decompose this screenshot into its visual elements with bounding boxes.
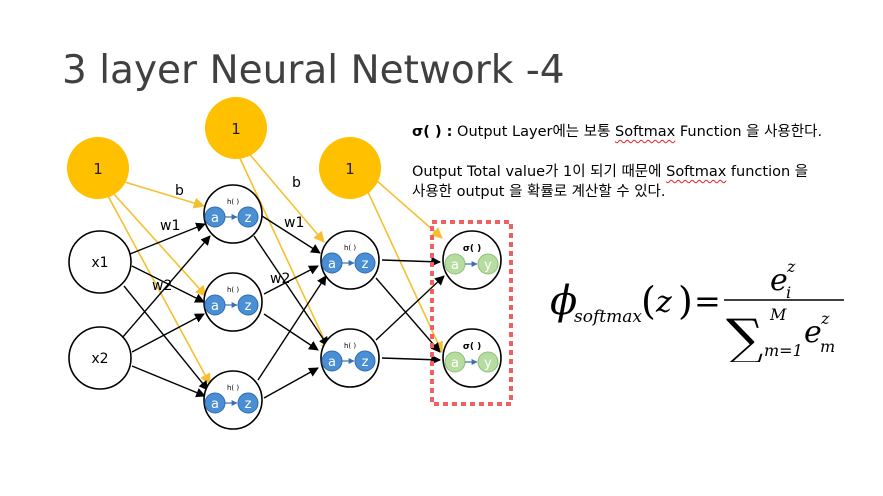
hidden-neuron: h( ) a z bbox=[203, 370, 263, 430]
node-a: a bbox=[328, 257, 336, 272]
weight-edge bbox=[381, 354, 441, 365]
node-z: z bbox=[245, 299, 252, 314]
weight-edge bbox=[375, 275, 445, 341]
formula-phi: ϕ bbox=[550, 278, 577, 324]
hidden-neuron: h( ) a z bbox=[320, 230, 380, 290]
input-node-x1: x1 bbox=[68, 230, 132, 294]
description-text: Output Layer에는 보통 bbox=[452, 124, 616, 140]
weight-edge bbox=[261, 215, 321, 254]
activation-label: h( ) bbox=[227, 198, 239, 206]
edge-label-w2: w2 bbox=[270, 271, 290, 287]
weight-edge bbox=[263, 367, 319, 399]
node-z: z bbox=[362, 257, 369, 272]
softmax-formula: ϕ softmax ( z ) = e i z ∑ M m=1 e m z bbox=[550, 257, 844, 362]
edge-label-b: b bbox=[292, 175, 301, 191]
formula-num-sup: z bbox=[786, 257, 796, 276]
weight-edge bbox=[375, 277, 441, 353]
weight-edge bbox=[263, 313, 319, 351]
softmax-word: Softmax bbox=[666, 164, 727, 180]
bias-edge bbox=[245, 149, 325, 243]
node-z: z bbox=[362, 355, 369, 370]
formula-paren: ( bbox=[641, 279, 656, 323]
edge-label-w2: w2 bbox=[152, 278, 172, 294]
weight-edges bbox=[121, 215, 445, 399]
description-text: Function 을 사용한다. bbox=[675, 124, 823, 140]
description-text: function 을 bbox=[726, 164, 809, 180]
weight-edge bbox=[253, 235, 329, 347]
activation-label: h( ) bbox=[344, 342, 356, 350]
formula-sum: ∑ bbox=[726, 309, 763, 362]
formula-arg: z bbox=[655, 285, 672, 320]
node-a: a bbox=[211, 211, 219, 226]
node-a: a bbox=[451, 258, 459, 273]
output-neuron: σ( ) a y bbox=[442, 230, 502, 290]
description-line-3: 사용한 output 을 확률로 계산할 수 있다. bbox=[412, 184, 666, 200]
node-y: y bbox=[484, 356, 492, 371]
page-title: 3 layer Neural Network -4 bbox=[62, 48, 565, 93]
bias-node: 1 bbox=[319, 137, 381, 199]
weight-edge bbox=[123, 285, 209, 391]
edge-label-w1: w1 bbox=[160, 218, 180, 234]
weight-edge bbox=[131, 365, 206, 398]
edge-label-b: b bbox=[175, 183, 184, 199]
node-z: z bbox=[245, 211, 252, 226]
formula-den-base: e bbox=[804, 315, 822, 350]
formula-equals: = bbox=[694, 282, 721, 320]
bias-edge bbox=[237, 153, 331, 354]
node-a: a bbox=[328, 355, 336, 370]
activation-label: h( ) bbox=[344, 244, 356, 252]
weight-edge bbox=[381, 256, 441, 267]
edge-label-w1: w1 bbox=[284, 215, 304, 231]
hidden-neuron: h( ) a z bbox=[203, 272, 263, 332]
softmax-word: Softmax bbox=[615, 124, 676, 140]
node-z: z bbox=[245, 397, 252, 412]
formula-num-base: e bbox=[770, 263, 788, 298]
node-a: a bbox=[211, 397, 219, 412]
formula-sum-top: M bbox=[769, 305, 787, 324]
description-text: Output Total value가 1이 되기 때문에 bbox=[412, 164, 667, 180]
bias-edges bbox=[107, 149, 443, 385]
activation-label: σ( ) bbox=[463, 244, 481, 254]
hidden-neuron: h( ) a z bbox=[203, 184, 263, 244]
bias-node: 1 bbox=[67, 137, 129, 199]
weight-edge bbox=[129, 222, 206, 255]
formula-den-sup: z bbox=[820, 309, 830, 328]
bias-node: 1 bbox=[205, 97, 267, 159]
bias-label: 1 bbox=[93, 160, 103, 178]
bias-edge bbox=[107, 195, 211, 385]
node-y: y bbox=[484, 258, 492, 273]
bias-edge bbox=[111, 191, 207, 297]
bias-label: 1 bbox=[231, 120, 241, 138]
output-neuron: σ( ) a y bbox=[442, 328, 502, 388]
description-line-2: Output Total value가 1이 되기 때문에 Softmax fu… bbox=[412, 160, 808, 181]
bias-edge bbox=[117, 179, 206, 209]
hidden-neuron: h( ) a z bbox=[320, 328, 380, 388]
formula-num-sub: i bbox=[786, 283, 791, 302]
output-layer-box bbox=[430, 220, 513, 406]
input-label: x1 bbox=[91, 255, 108, 271]
weight-edge bbox=[131, 313, 205, 353]
sigma-label: σ( ) : bbox=[412, 124, 453, 140]
node-a: a bbox=[211, 299, 219, 314]
formula-subscript: softmax bbox=[574, 307, 642, 327]
node-a: a bbox=[451, 356, 459, 371]
bias-edge bbox=[367, 191, 443, 354]
weight-edge bbox=[257, 275, 327, 381]
input-label: x2 bbox=[91, 351, 108, 367]
input-node-x2: x2 bbox=[68, 326, 132, 390]
description-line-1: σ( ) : Output Layer에는 보통 Softmax Functio… bbox=[412, 120, 822, 141]
activation-label: h( ) bbox=[227, 384, 239, 392]
weight-edge bbox=[263, 265, 319, 295]
activation-label: σ( ) bbox=[463, 342, 481, 352]
activation-label: h( ) bbox=[227, 286, 239, 294]
formula-sum-bottom: m=1 bbox=[764, 341, 803, 360]
formula-den-sub: m bbox=[820, 337, 835, 356]
weight-edge bbox=[121, 235, 211, 339]
formula-paren: ) bbox=[678, 279, 693, 323]
bias-label: 1 bbox=[345, 160, 355, 178]
